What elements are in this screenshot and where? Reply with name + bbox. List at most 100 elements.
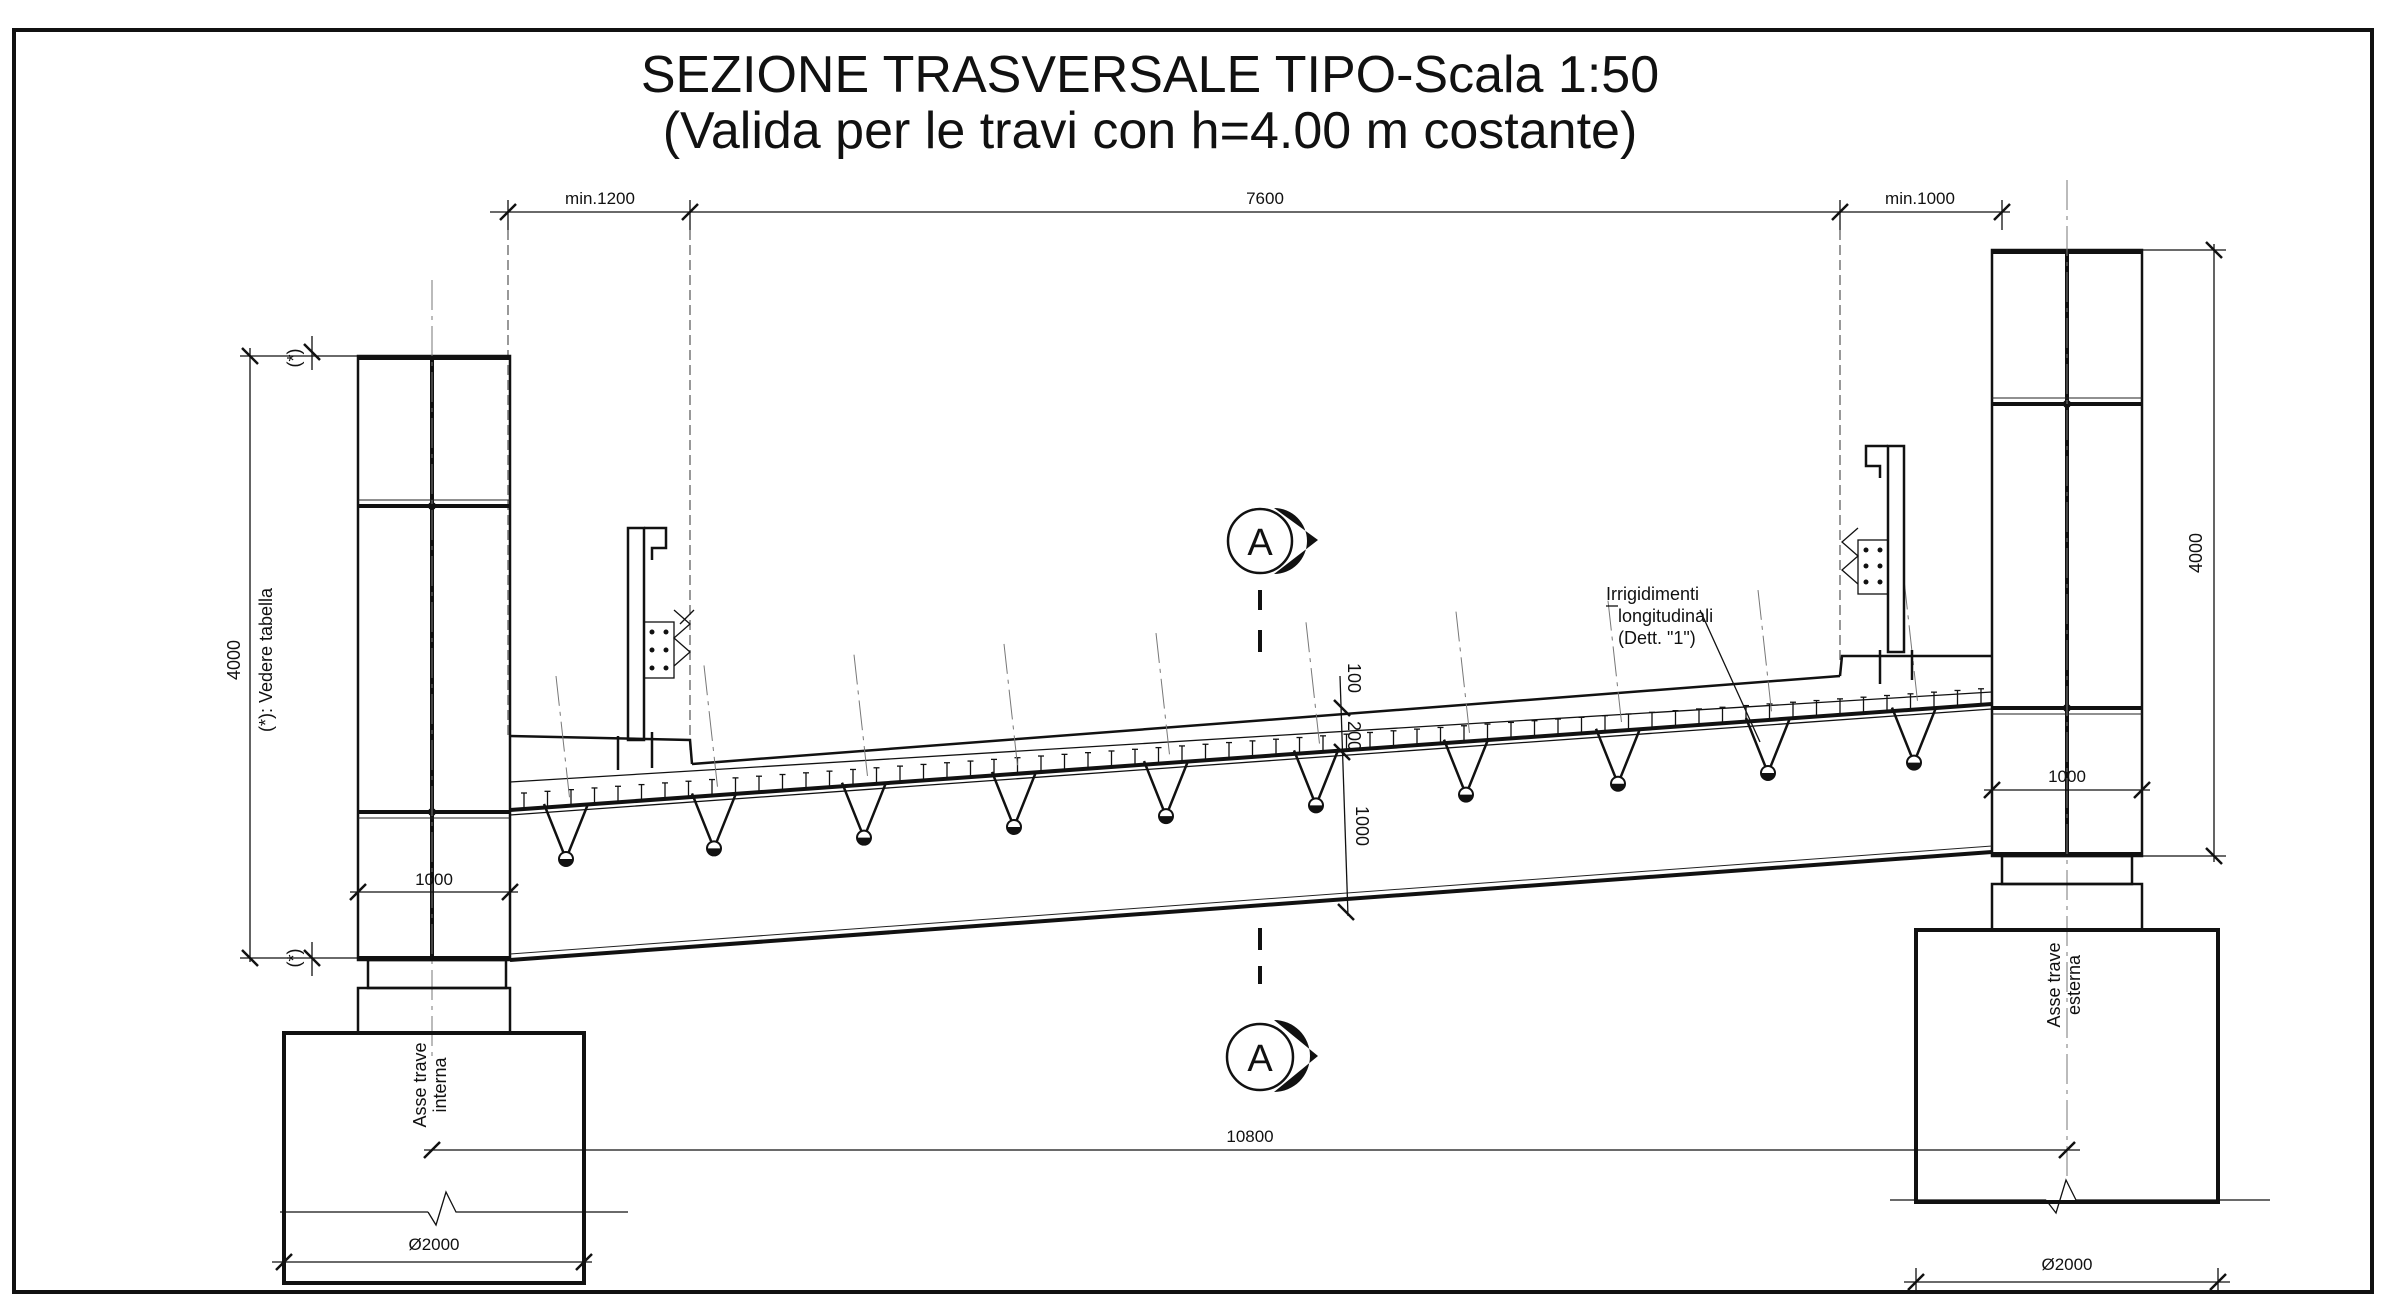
deck-slab	[509, 654, 1993, 962]
dim-deck-layer-slab: 200	[1344, 721, 1364, 751]
shear-stud	[1931, 691, 1937, 709]
right-support: Ø2000 Asse trave esterna	[1890, 854, 2270, 1294]
dim-right-flange: 1000	[2048, 767, 2086, 786]
shear-stud	[1484, 723, 1491, 741]
construction-line	[1305, 622, 1321, 749]
left-beam-height-dimension: (*) (*) 4000 (*): Vedere tabella	[224, 336, 358, 976]
shear-stud	[1625, 713, 1632, 730]
shear-stud	[1390, 730, 1397, 747]
shear-stud	[991, 758, 997, 776]
stiffener-rib	[1442, 739, 1490, 803]
shear-stud	[1602, 715, 1608, 732]
shear-stud	[1367, 731, 1373, 749]
axis-external-label-1: Asse trave	[2044, 942, 2064, 1027]
stiffener-label-2: longitudinali	[1618, 606, 1713, 626]
stiffener-rib	[1142, 760, 1190, 825]
right-beam-height-dimension: 4000	[2142, 241, 2226, 865]
shear-stud	[967, 760, 974, 778]
stiffener-rib	[542, 803, 590, 867]
left-asterisk-bottom: (*)	[284, 949, 304, 968]
stiffener-rib	[1744, 717, 1792, 782]
section-marker-bottom: A	[1225, 928, 1318, 1092]
shear-stud	[1414, 728, 1420, 746]
shear-stud	[1578, 716, 1585, 734]
dim-deck-layer-top: 100	[1344, 663, 1364, 693]
shear-stud	[1461, 725, 1467, 742]
stiffener-label-3: (Dett. "1")	[1618, 628, 1696, 648]
dim-right-cantilever: min.1000	[1885, 189, 1955, 208]
shear-stud	[873, 767, 880, 784]
deck-thickness-dimension: 100 200 1000	[1333, 663, 1372, 921]
shear-stud	[1061, 753, 1068, 771]
shear-stud	[803, 772, 809, 789]
dim-right-pile: Ø2000	[2041, 1255, 2092, 1274]
left-main-beam	[356, 280, 512, 1060]
construction-line	[703, 665, 719, 792]
shear-stud	[1014, 757, 1021, 774]
shear-stud	[1696, 708, 1702, 725]
left-asterisk-top: (*)	[284, 349, 304, 368]
dim-crossbeam-depth: 1000	[1352, 806, 1372, 846]
shear-stud	[1978, 688, 1984, 705]
shear-stud	[897, 765, 903, 783]
stiffener-rib	[990, 771, 1038, 835]
shear-studs	[521, 688, 1984, 809]
shear-stud	[1343, 733, 1350, 751]
shear-stud	[685, 780, 692, 798]
shear-stud	[1155, 746, 1162, 764]
axis-internal-label-2: interna	[430, 1056, 450, 1112]
dim-beam-spacing: 10800	[1226, 1127, 1273, 1146]
dim-left-pile: Ø2000	[408, 1235, 459, 1254]
shear-stud	[1860, 696, 1867, 714]
section-marker-bottom-letter: A	[1247, 1038, 1273, 1080]
shear-stud	[944, 762, 950, 779]
title-line-2: (Valida per le travi con h=4.00 m costan…	[663, 102, 1638, 160]
shear-stud	[1813, 699, 1820, 717]
shear-stud	[1320, 735, 1326, 752]
shear-stud	[1226, 741, 1232, 759]
section-marker-top-letter: A	[1247, 522, 1273, 564]
shear-stud	[1108, 750, 1115, 767]
construction-line	[1903, 579, 1919, 706]
left-support: Ø2000 Asse trave interna	[272, 958, 628, 1285]
shear-stud	[521, 792, 527, 809]
shear-stud	[1954, 689, 1961, 707]
shear-stud	[591, 787, 598, 804]
shear-stud	[1790, 701, 1796, 719]
dim-left-beam-height: 4000	[224, 640, 244, 680]
shear-stud	[1202, 743, 1209, 761]
stiffener-label-1: Irrigidimenti	[1606, 584, 1699, 604]
shear-stud	[826, 770, 833, 788]
section-marker-top: A	[1226, 507, 1318, 652]
shear-stud	[709, 778, 715, 796]
shear-stud	[1296, 736, 1303, 754]
shear-stud	[1531, 720, 1538, 737]
beam-spacing-dimension: 10800	[423, 1127, 2080, 1159]
shear-stud	[850, 768, 856, 786]
right-main-beam	[1990, 180, 2144, 1180]
construction-line	[1455, 611, 1471, 738]
shear-stud	[920, 763, 927, 781]
axis-external-label-2: esterna	[2064, 954, 2084, 1015]
shear-stud	[1649, 711, 1655, 729]
stiffener-rib	[1292, 749, 1340, 814]
left-beam-note: (*): Vedere tabella	[256, 587, 276, 732]
stiffener-rib	[690, 792, 738, 857]
shear-stud	[1437, 726, 1444, 744]
drawing-frame	[12, 28, 2374, 1294]
dim-left-flange: 1000	[415, 870, 453, 889]
stiffener-rib	[1594, 728, 1642, 792]
shear-stud	[1555, 718, 1561, 736]
stiffener-callout: Irrigidimenti longitudinali (Dett. "1")	[1606, 584, 1761, 743]
shear-stud	[1249, 740, 1256, 757]
construction-line	[1607, 600, 1623, 727]
longitudinal-stiffeners	[542, 707, 1938, 867]
shear-stud	[1837, 698, 1843, 715]
stiffener-rib	[840, 782, 888, 846]
shear-stud	[1719, 706, 1726, 724]
left-flange-dimension: 1000	[349, 870, 519, 901]
construction-line	[1757, 589, 1773, 717]
shear-stud	[1038, 755, 1044, 773]
dim-right-beam-height: 4000	[2186, 533, 2206, 573]
